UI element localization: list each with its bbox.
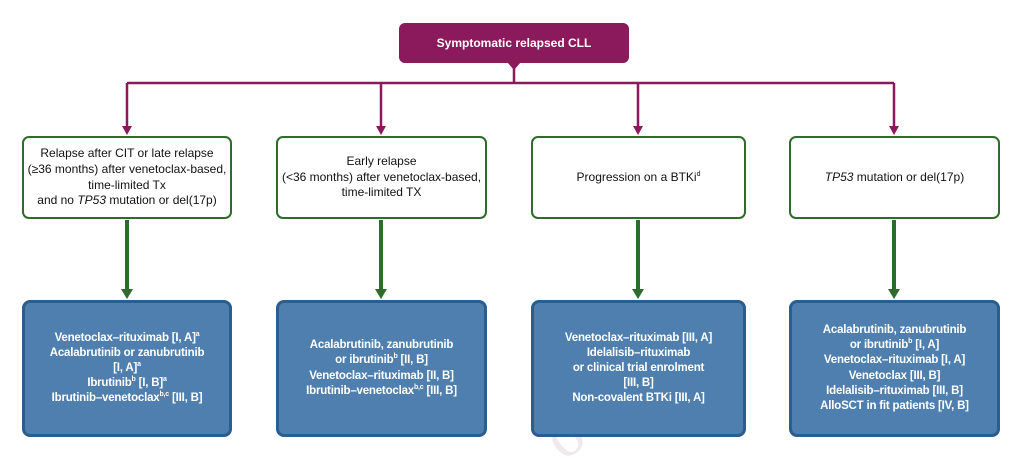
footnote-marker: d xyxy=(696,170,701,178)
line-text: Venetoclax–rituximab [II, B] xyxy=(309,369,454,382)
text-line: time-limited TX xyxy=(342,185,422,201)
line-text: [I, A] xyxy=(912,339,940,352)
outcome-arrowhead xyxy=(375,289,387,299)
footnote-marker: a xyxy=(195,330,200,338)
line-text: (≥36 months) after venetoclax-based, xyxy=(27,161,227,176)
branch-arrowhead xyxy=(889,126,899,135)
footnote-marker: b,c xyxy=(413,383,424,391)
text-line: (<36 months) after venetoclax-based, xyxy=(282,170,481,186)
line-text: Venetoclax [III, B] xyxy=(848,369,941,382)
line-text: [I, A] xyxy=(113,361,138,374)
line-text: Acalabrutinib, zanubrutinib xyxy=(309,339,454,352)
condition-node-tp53: TP53 mutation or del(17p) xyxy=(789,136,1000,219)
root-label: Symptomatic relapsed CLL xyxy=(436,36,592,50)
condition-node-cit-late-relapse: Relapse after CIT or late relapse(≥36 mo… xyxy=(22,136,232,219)
line-text: or clinical trial enrolment xyxy=(572,361,705,374)
condition-node-early-relapse: Early relapse(<36 months) after venetocl… xyxy=(276,136,487,219)
branch-arrowhead xyxy=(376,126,386,135)
footnote-marker: a xyxy=(162,376,167,384)
top-connectors xyxy=(122,62,899,135)
condition-node-btki-progression: Progression on a BTKid xyxy=(531,136,746,219)
line-text: Idelalisib–rituximab [III, B] xyxy=(826,384,963,397)
text-line: Idelalisib–rituximab xyxy=(586,346,691,361)
text-line: TP53 mutation or del(17p) xyxy=(825,170,964,186)
line-text: (<36 months) after venetoclax-based, xyxy=(281,169,482,184)
line-text: or ibrutinib xyxy=(849,339,909,352)
line-text: Relapse after CIT or late relapse xyxy=(40,145,214,160)
line-text: AlloSCT in fit patients [IV, B] xyxy=(820,399,969,412)
outcome-arrowhead xyxy=(888,289,900,299)
text-line: Venetoclax [III, B] xyxy=(848,369,941,384)
footnote-marker: b xyxy=(393,353,398,361)
line-text: mutation or del(17p) xyxy=(853,169,965,184)
line-text: [III, B] xyxy=(423,384,457,397)
line-text: Acalabrutinib or zanubrutinib xyxy=(49,346,205,359)
text-line: Venetoclax–rituximab [II, B] xyxy=(309,369,454,384)
line-text: Venetoclax–rituximab [I, A] xyxy=(54,331,196,344)
line-text: Progression on a BTKi xyxy=(576,169,697,184)
line-text: and no xyxy=(37,193,78,208)
text-line: Acalabrutinib or zanubrutinib xyxy=(50,346,205,361)
line-text: Ibrutinib xyxy=(87,377,132,390)
line-text: Acalabrutinib, zanubrutinib xyxy=(822,323,967,336)
line-text: [I, B] xyxy=(135,377,164,390)
outcome-arrowhead xyxy=(632,289,644,299)
footnote-marker: b,c xyxy=(159,391,169,399)
bottom-connectors xyxy=(121,220,900,299)
text-line: (≥36 months) after venetoclax-based, xyxy=(28,162,227,178)
line-text: Venetoclax–rituximab [I, A] xyxy=(823,354,966,367)
text-line: time-limited Tx xyxy=(88,178,166,194)
text-line: Venetoclax–rituximab [III, A] xyxy=(565,331,712,346)
line-text: time-limited Tx xyxy=(88,177,166,192)
text-line: Ibrutinib–venetoclaxb,c [III, B] xyxy=(52,391,203,406)
footnote-marker: b xyxy=(131,376,136,384)
branch-arrowhead xyxy=(122,126,132,135)
text-line: Venetoclax–rituximab [I, A] xyxy=(824,353,965,368)
text-line: Non-covalent BTKi [III, A] xyxy=(572,391,705,406)
line-text: [II, B] xyxy=(397,354,429,367)
root-node-symptomatic-relapsed-cll: Symptomatic relapsed CLL xyxy=(399,23,629,63)
gene-name: TP53 xyxy=(824,169,854,184)
line-text: Idelalisib–rituximab xyxy=(586,346,691,359)
gene-name: TP53 xyxy=(77,193,106,208)
connector-layer xyxy=(121,62,900,299)
footnote-marker: b xyxy=(908,338,913,346)
text-line: Acalabrutinib, zanubrutinib xyxy=(309,338,454,353)
line-text: or ibrutinib xyxy=(335,354,394,367)
text-line: Relapse after CIT or late relapse xyxy=(40,146,213,162)
text-line: Early relapse xyxy=(346,154,416,170)
text-line: or clinical trial enrolment xyxy=(572,361,705,376)
line-text: Non-covalent BTKi [III, A] xyxy=(572,392,705,405)
branch-arrowhead xyxy=(633,126,643,135)
line-text: Ibrutinib–venetoclax xyxy=(306,384,414,397)
line-text: mutation or del(17p) xyxy=(106,193,217,208)
line-text: [III, B] xyxy=(623,377,654,390)
text-line: Idelalisib–rituximab [III, B] xyxy=(826,384,963,399)
footnote-marker: a xyxy=(137,361,141,369)
text-line: Progression on a BTKid xyxy=(577,170,701,186)
outcome-arrowhead xyxy=(121,289,133,299)
text-line: [I, A]a xyxy=(113,361,141,376)
line-text: Early relapse xyxy=(346,153,417,168)
line-text: [III, B] xyxy=(169,392,203,405)
text-line: Venetoclax–rituximab [I, A]a xyxy=(55,331,200,346)
line-text: Venetoclax–rituximab [III, A] xyxy=(564,331,713,344)
text-line: Acalabrutinib, zanubrutinib xyxy=(822,323,967,338)
text-line: and no TP53 mutation or del(17p) xyxy=(37,193,216,209)
line-text: Ibrutinib–venetoclax xyxy=(51,392,160,405)
text-line: or ibrutinibb [II, B] xyxy=(335,353,428,368)
text-line: AlloSCT in fit patients [IV, B] xyxy=(820,399,969,414)
text-line: Ibrutinib–venetoclaxb,c [III, B] xyxy=(306,384,457,399)
recommendation-node-tp53: Acalabrutinib, zanubrutinib or ibrutinibb… xyxy=(789,300,1000,437)
recommendation-node-btki-progression: Venetoclax–rituximab [III, A] Idelalisib–… xyxy=(531,300,746,437)
text-line: [III, B] xyxy=(623,376,654,391)
text-line: Ibrutinibb [I, B]a xyxy=(87,376,167,391)
line-text: time-limited TX xyxy=(341,185,422,200)
text-line: or ibrutinibb [I, A] xyxy=(850,338,939,353)
